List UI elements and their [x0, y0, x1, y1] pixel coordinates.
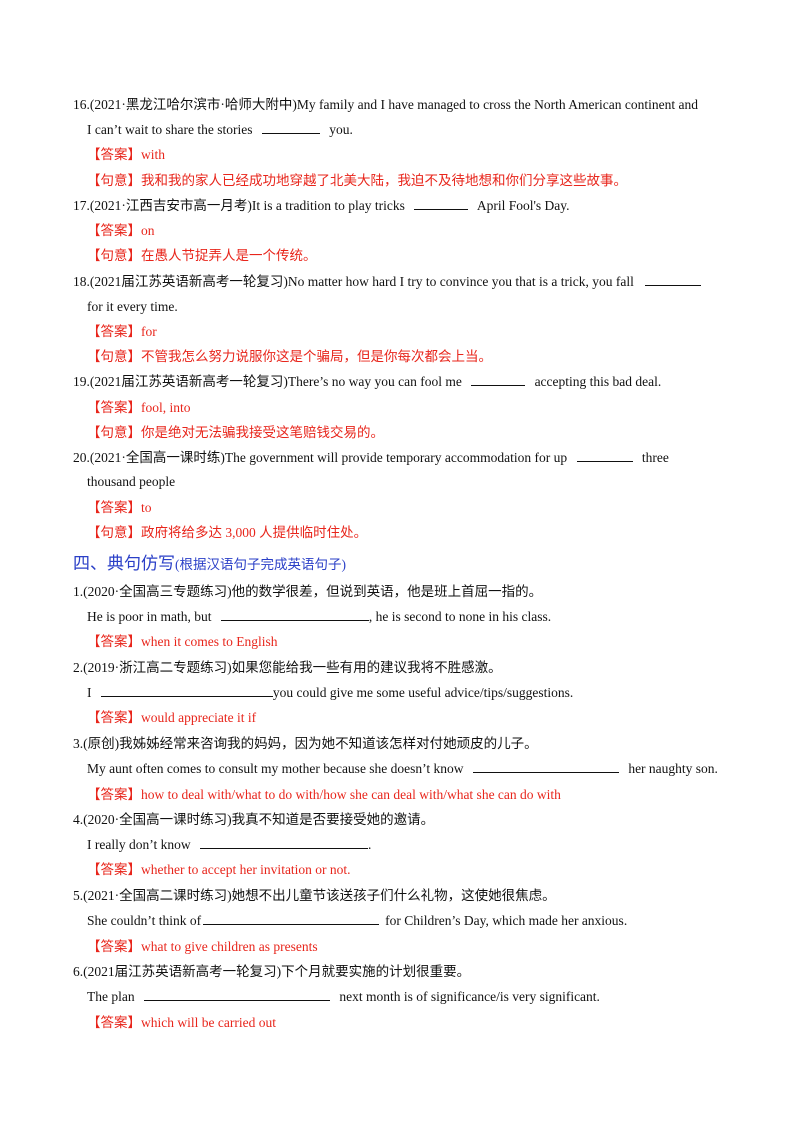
s5-blank [203, 911, 380, 925]
q20-meaning: 【句意】政府将给多达 3,000 人提供临时住处。 [87, 525, 368, 540]
q16-line1: 16.(2021·黑龙江哈尔滨市·哈师大附中)My family and I h… [73, 97, 698, 112]
q19-text-pre: 19.(2021届江苏英语新高考一轮复习)There’s no way you … [73, 374, 462, 389]
q18-meaning: 【句意】不管我怎么努力说服你这是个骗局，但是你每次都会上当。 [87, 349, 492, 364]
q17-text-post: April Fool's Day. [476, 198, 570, 213]
s5-text-pre: She couldn’t think of [87, 913, 202, 928]
s2-line: I you could give me some useful advice/t… [87, 683, 747, 703]
s4-blank [199, 835, 368, 849]
q17-blank [414, 196, 469, 210]
s1-prompt: 1.(2020·全国高三专题练习)他的数学很差，但说到英语，他是班上首屈一指的。 [73, 584, 543, 599]
q19-text-post: accepting this bad deal. [534, 374, 662, 389]
q20-text-pre: 20.(2021·全国高一课时练)The government will pro… [73, 450, 568, 465]
q18-answer: 【答案】for [87, 324, 157, 339]
s3-prompt: 3.(原创)我姊姊经常来咨询我的妈妈，因为她不知道该怎样对付她顽皮的儿子。 [73, 736, 538, 751]
s6-line: The plan next month is of significance/i… [87, 987, 747, 1007]
s1-text-post: , he is second to none in his class. [368, 609, 552, 624]
s6-text-post: next month is of significance/is very si… [339, 989, 600, 1004]
section-heading: 四、典句仿写(根据汉语句子完成英语句子) [73, 552, 346, 576]
s6-answer: 【答案】which will be carried out [87, 1015, 276, 1030]
q19-blank [471, 372, 526, 386]
q20-answer: 【答案】to [87, 500, 152, 515]
q17-answer: 【答案】on [87, 223, 155, 238]
s1-answer: 【答案】when it comes to English [87, 634, 278, 649]
q19-answer: 【答案】fool, into [87, 400, 191, 415]
q18-line1: 18.(2021届江苏英语新高考一轮复习)No matter how hard … [73, 272, 733, 292]
q16-answer: 【答案】with [87, 147, 166, 162]
q16-text-post: you. [329, 122, 353, 137]
s5-prompt: 5.(2021·全国高二课时练习)她想不出儿童节该送孩子们什么礼物，这使她很焦虑… [73, 888, 556, 903]
s2-text-post: you could give me some useful advice/tip… [272, 685, 574, 700]
q18-blank [645, 272, 702, 286]
s4-text-pre: I really don’t know [87, 837, 191, 852]
q16-meaning: 【句意】我和我的家人已经成功地穿越了北美大陆，我迫不及待地想和你们分享这些故事。 [87, 173, 627, 188]
q20-blank [576, 448, 633, 462]
q16-line2: I can’t wait to share the stories you. [87, 120, 747, 140]
s4-text-post: . [367, 837, 372, 852]
s3-blank [472, 759, 619, 773]
q17-meaning: 【句意】在愚人节捉弄人是一个传统。 [87, 248, 317, 263]
s3-line: My aunt often comes to consult my mother… [87, 759, 747, 779]
q17-line1: 17.(2021·江西吉安市高一月考)It is a tradition to … [73, 196, 733, 216]
s5-line: She couldn’t think of for Children’s Day,… [87, 911, 747, 931]
s2-text-pre: I [87, 685, 92, 700]
q20-line1: 20.(2021·全国高一课时练)The government will pro… [73, 448, 733, 468]
s5-answer: 【答案】what to give children as presents [87, 939, 318, 954]
q19-line1: 19.(2021届江苏英语新高考一轮复习)There’s no way you … [73, 372, 733, 392]
q20-line2: thousand people [87, 474, 176, 489]
s1-line: He is poor in math, but , he is second t… [87, 607, 747, 627]
s6-blank [143, 987, 330, 1001]
s1-blank [220, 607, 369, 621]
s3-text-pre: My aunt often comes to consult my mother… [87, 761, 464, 776]
s2-prompt: 2.(2019·浙江高二专题练习)如果您能给我一些有用的建议我将不胜感激。 [73, 660, 502, 675]
section-note: (根据汉语句子完成英语句子) [175, 557, 346, 572]
s3-text-post: her naughty son. [628, 761, 718, 776]
section-title: 四、典句仿写 [73, 554, 175, 573]
s1-text-pre: He is poor in math, but [87, 609, 212, 624]
s2-blank [100, 683, 273, 697]
s4-answer: 【答案】whether to accept her invitation or … [87, 862, 351, 877]
s3-answer: 【答案】how to deal with/what to do with/how… [87, 787, 561, 802]
s4-line: I really don’t know . [87, 835, 747, 855]
s4-prompt: 4.(2020·全国高一课时练习)我真不知道是否要接受她的邀请。 [73, 812, 435, 827]
q18-text-pre: 18.(2021届江苏英语新高考一轮复习)No matter how hard … [73, 274, 634, 289]
s2-answer: 【答案】would appreciate it if [87, 710, 257, 725]
q17-text-pre: 17.(2021·江西吉安市高一月考)It is a tradition to … [73, 198, 405, 213]
q16-blank [261, 120, 320, 134]
s6-prompt: 6.(2021届江苏英语新高考一轮复习)下个月就要实施的计划很重要。 [73, 964, 471, 979]
q16-text-pre: I can’t wait to share the stories [87, 122, 253, 137]
q20-text-post: three [641, 450, 669, 465]
s5-text-post: for Children’s Day, which made her anxio… [385, 913, 628, 928]
s6-text-pre: The plan [87, 989, 135, 1004]
q18-line2: for it every time. [87, 299, 178, 314]
q19-meaning: 【句意】你是绝对无法骗我接受这笔赔钱交易的。 [87, 425, 384, 440]
